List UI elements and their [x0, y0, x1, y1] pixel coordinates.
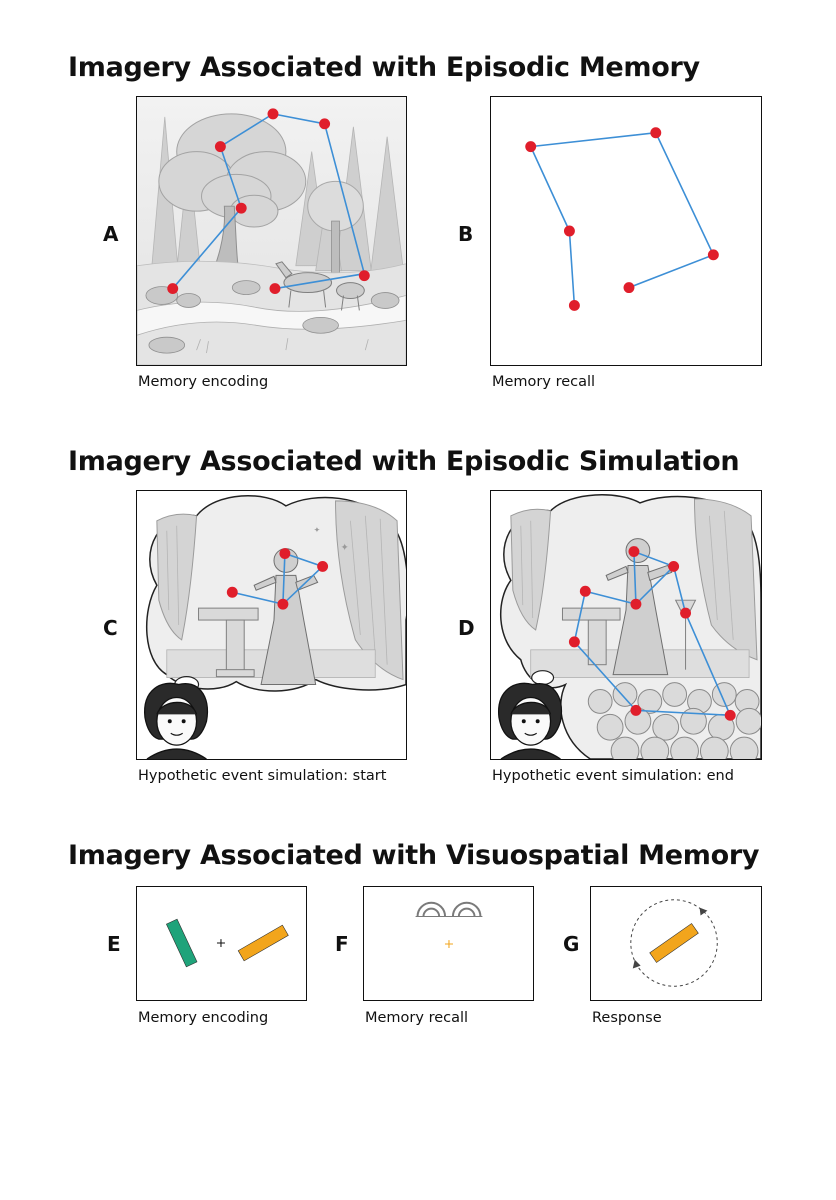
eyes-icon: +	[415, 901, 483, 952]
node	[235, 202, 247, 214]
svg-text:+: +	[444, 937, 455, 952]
panel-g-response	[590, 886, 762, 1001]
panel-a-path	[167, 108, 370, 295]
stage-audience-thought-bubble-icon	[498, 494, 761, 759]
panel-f-caption: Memory recall	[365, 1010, 469, 1026]
panel-label-c: C	[103, 616, 118, 640]
panel-label-e: E	[107, 932, 121, 956]
rotation-arrow-icon	[630, 899, 718, 987]
svg-text:✦: ✦	[340, 543, 348, 554]
node	[167, 283, 179, 295]
panel-c-path	[226, 548, 329, 610]
panel-d-caption: Hypothetic event simulation: end	[492, 768, 734, 784]
section-title-episodic-simulation: Imagery Associated with Episodic Simulat…	[68, 446, 740, 477]
panel-label-f: F	[335, 932, 349, 956]
node	[358, 270, 370, 282]
panel-a-caption: Memory encoding	[138, 374, 269, 390]
section-title-visuospatial-memory: Imagery Associated with Visuospatial Mem…	[68, 840, 760, 871]
panel-g-caption: Response	[592, 1010, 662, 1026]
panel-e-encoding: +	[136, 886, 307, 1001]
orange-bar	[237, 924, 289, 962]
node	[269, 283, 281, 295]
panel-label-g: G	[563, 932, 580, 956]
node	[319, 118, 331, 130]
node	[214, 141, 226, 153]
panel-d-simulation-end	[490, 490, 762, 760]
panel-b-recall	[490, 96, 762, 366]
forest-scene-icon	[137, 97, 406, 365]
panel-c-simulation-start: ✦✦	[136, 490, 407, 760]
stage-thought-bubble-icon: ✦✦	[144, 495, 406, 759]
svg-text:✦: ✦	[314, 526, 321, 535]
panel-f-recall: +	[363, 886, 534, 1001]
panel-label-a: A	[103, 222, 119, 246]
svg-text:+: +	[216, 936, 227, 951]
panel-label-b: B	[458, 222, 474, 246]
panel-c-caption: Hypothetic event simulation: start	[138, 768, 387, 784]
panel-d-path	[568, 546, 736, 721]
orange-bar	[649, 923, 699, 963]
section-title-episodic-memory: Imagery Associated with Episodic Memory	[68, 52, 700, 83]
panel-e-caption: Memory encoding	[138, 1010, 269, 1026]
node	[267, 108, 279, 120]
panel-e-stimuli: +	[166, 918, 289, 968]
panel-a-forest-scene	[136, 96, 407, 366]
green-bar	[166, 918, 198, 968]
panel-b-path	[525, 127, 719, 311]
panel-label-d: D	[458, 616, 475, 640]
panel-b-caption: Memory recall	[492, 374, 596, 390]
